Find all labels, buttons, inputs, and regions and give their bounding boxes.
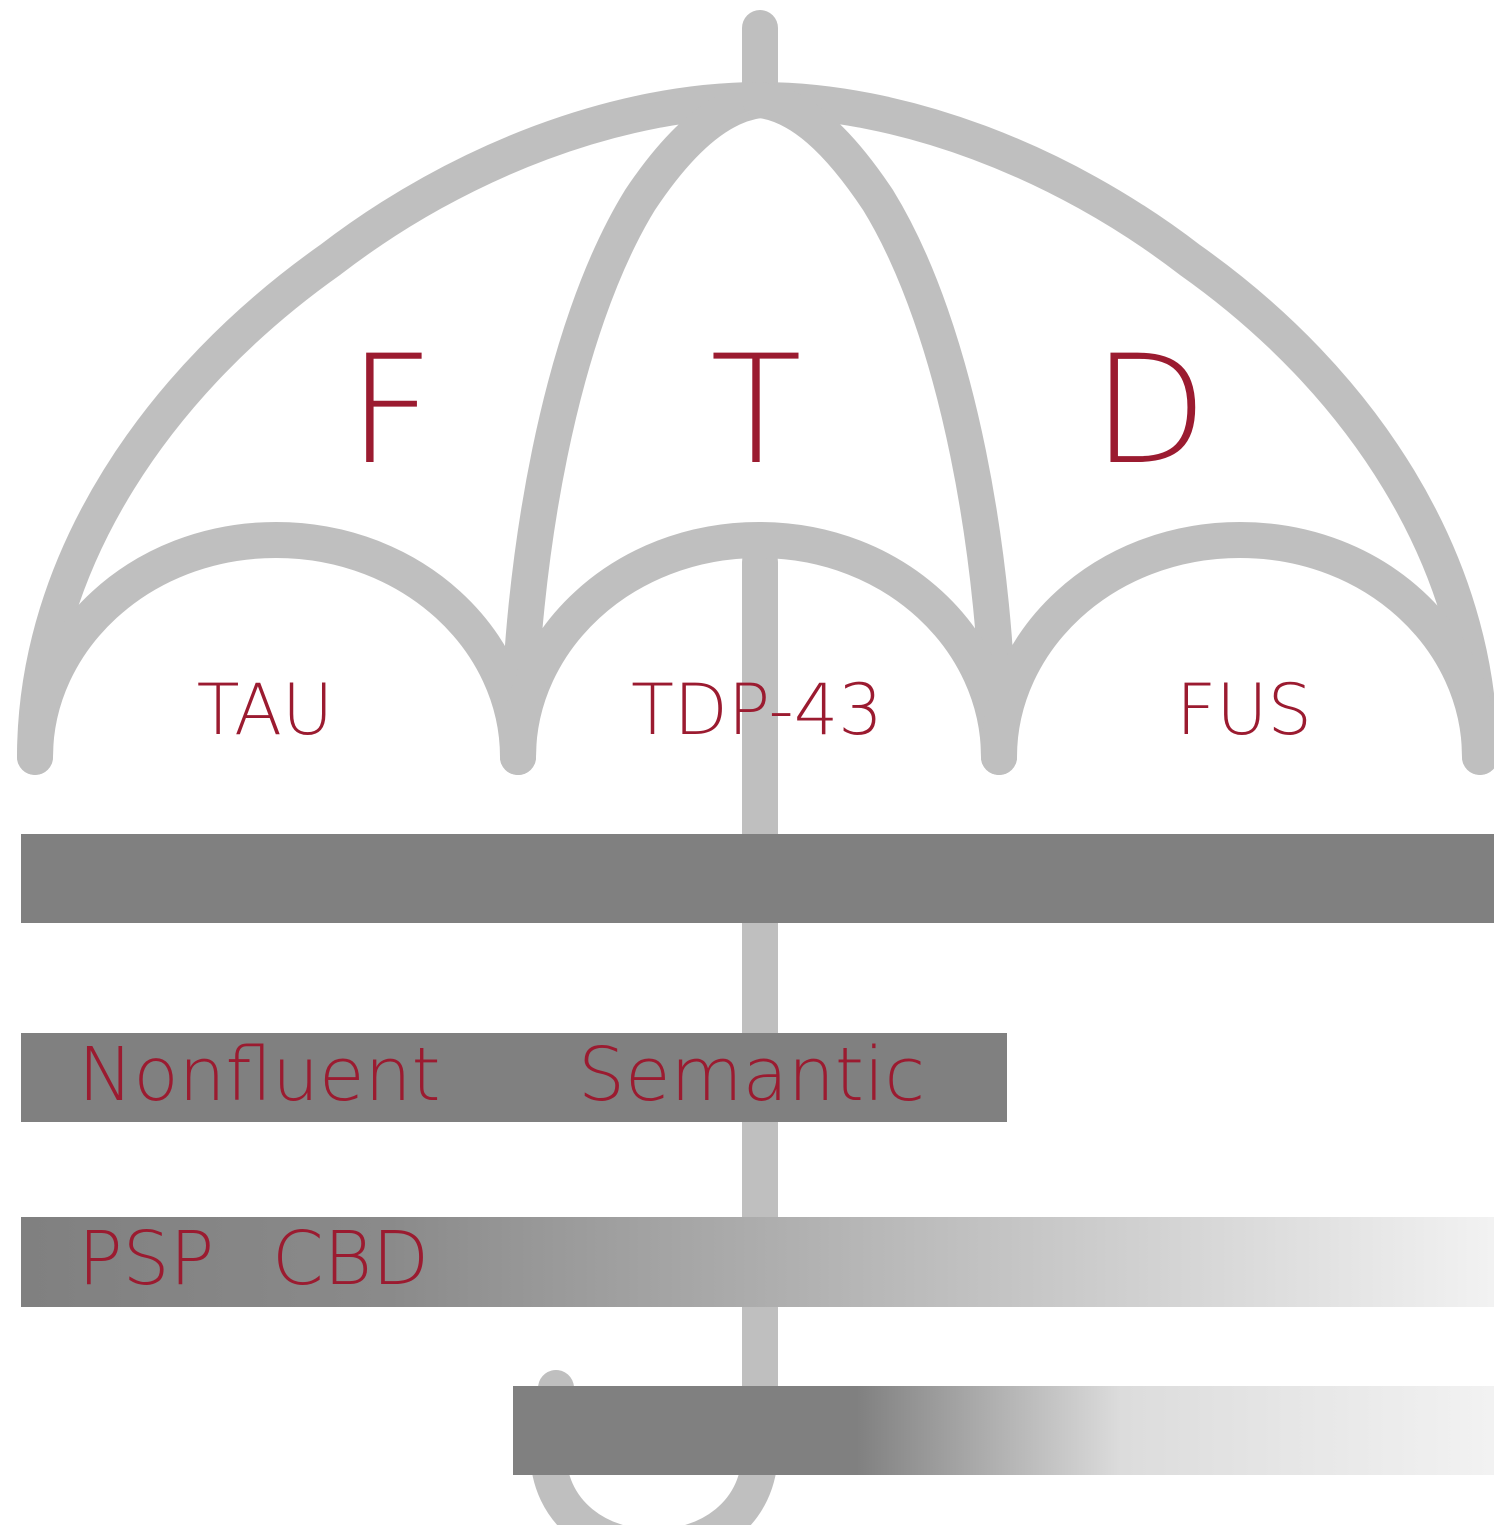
band-3 bbox=[21, 1217, 1494, 1307]
ftd-letters: F T D bbox=[348, 324, 1208, 498]
band-4 bbox=[513, 1386, 1494, 1475]
umbrella-right-rib bbox=[742, 82, 1017, 775]
umbrella-left-rib bbox=[500, 82, 778, 775]
letter-f: F bbox=[348, 324, 434, 498]
umbrella-canopy bbox=[17, 10, 1494, 775]
protein-label-fus: FUS bbox=[1176, 669, 1312, 751]
letter-d: D bbox=[1092, 324, 1208, 498]
band-2-label-nonfluent: Nonfluent bbox=[78, 1032, 440, 1118]
umbrella-scallop-right bbox=[981, 522, 1494, 775]
band-2-label-semantic: Semantic bbox=[578, 1032, 925, 1118]
protein-label-tau: TAU bbox=[197, 669, 333, 751]
band-1 bbox=[21, 834, 1494, 923]
protein-label-tdp43: TDP-43 bbox=[631, 669, 883, 751]
letter-t: T bbox=[710, 324, 802, 498]
umbrella-hook bbox=[530, 1370, 778, 1525]
band-3-label-psp: PSP bbox=[78, 1216, 214, 1302]
band-3-label-cbd: CBD bbox=[272, 1216, 429, 1302]
umbrella-scallop-middle bbox=[500, 522, 1017, 775]
umbrella-scallop-left bbox=[17, 522, 536, 775]
protein-labels: TAU TDP-43 FUS bbox=[197, 669, 1312, 751]
band-2 bbox=[21, 1033, 1007, 1122]
